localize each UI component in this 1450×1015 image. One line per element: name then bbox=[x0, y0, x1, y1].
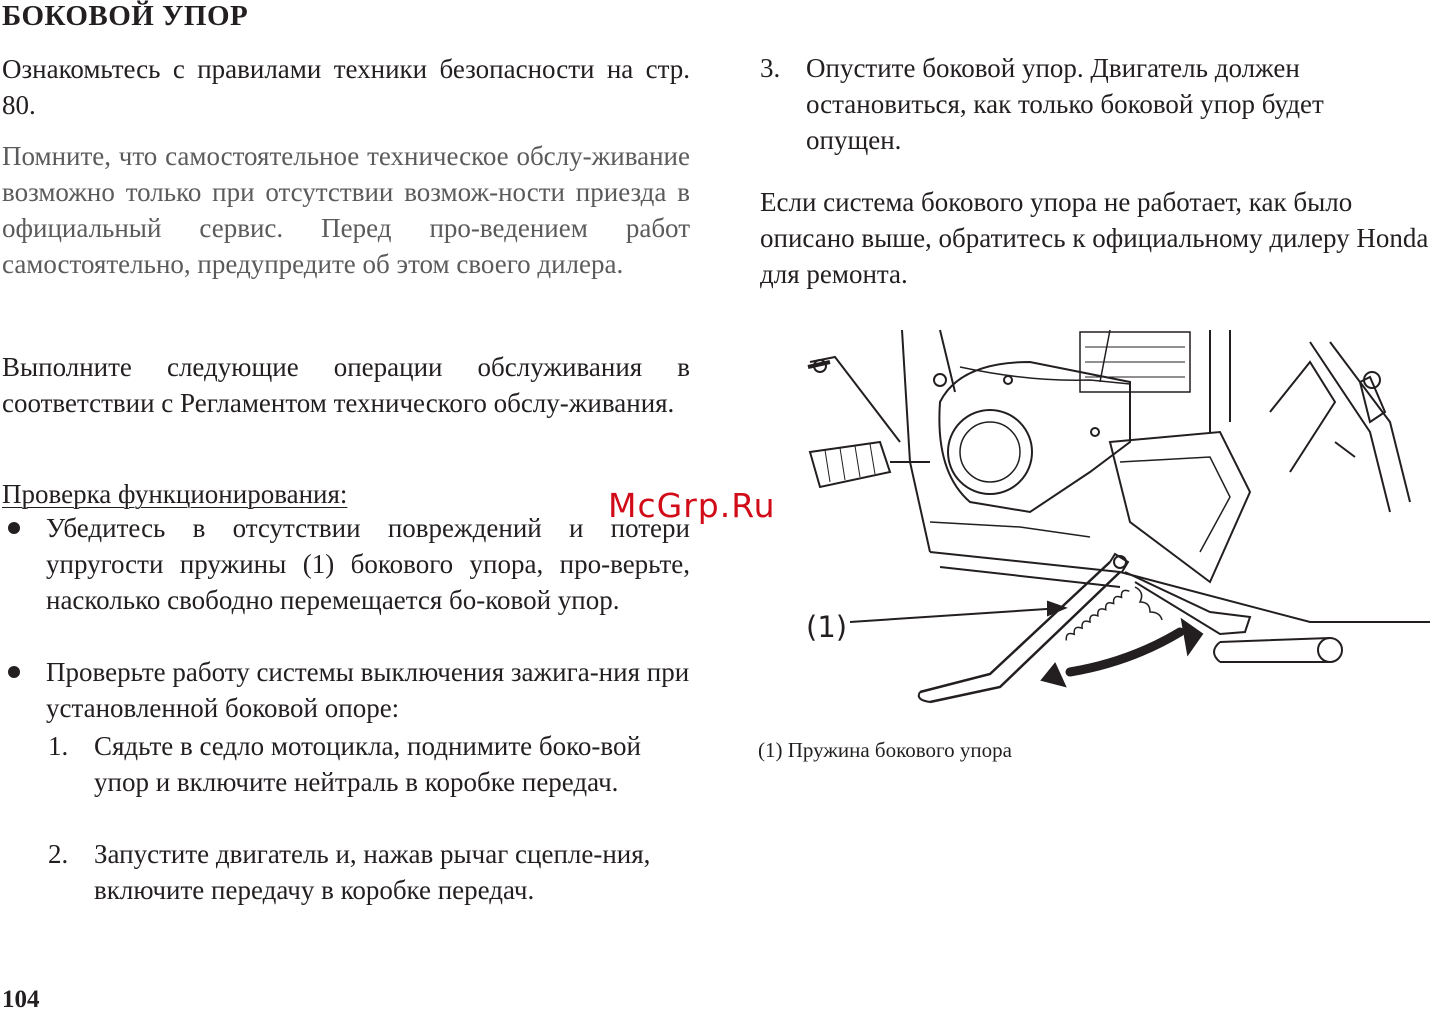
bullet-text-2: Проверьте работу системы выключения зажи… bbox=[46, 657, 690, 723]
instruction-paragraph: Выполните следующие операции обслуживани… bbox=[2, 352, 690, 418]
step-2: 2. Запустите двигатель и, нажав рычаг сц… bbox=[48, 836, 690, 908]
step-3: 3. Опустите боковой упор. Двигатель долж… bbox=[760, 50, 1400, 158]
dealer-note: Если система бокового упора не работает,… bbox=[760, 187, 1429, 289]
bullet-item-1: Убедитесь в отсутствии повреждений и пот… bbox=[2, 510, 690, 618]
step-2-text: Запустите двигатель и, нажав рычаг сцепл… bbox=[94, 839, 651, 905]
safety-note: Ознакомьтесь с правилами техники безопас… bbox=[2, 54, 690, 120]
figure-callout-label: (1) bbox=[806, 610, 848, 644]
reminder-paragraph: Помните, что самостоятельное техническое… bbox=[2, 141, 690, 279]
sidestand-figure bbox=[790, 322, 1450, 722]
sidestand-illustration bbox=[807, 329, 1430, 704]
figure-caption: (1) Пружина бокового упора bbox=[758, 738, 1012, 762]
bullet-dot-icon bbox=[8, 522, 20, 534]
step-3-number: 3. bbox=[760, 53, 781, 83]
step-1-number: 1. bbox=[48, 731, 69, 761]
page-number: 104 bbox=[2, 986, 40, 1013]
step-3-text: Опустите боковой упор. Двигатель должен … bbox=[806, 53, 1324, 155]
watermark: McGrp.Ru bbox=[608, 486, 776, 525]
bullet-text-1: Убедитесь в отсутствии повреждений и пот… bbox=[46, 513, 690, 615]
step-1: 1. Сядьте в седло мотоцикла, поднимите б… bbox=[48, 728, 690, 800]
bullet-item-2: Проверьте работу системы выключения зажи… bbox=[2, 654, 690, 726]
check-heading: Проверка функционирования: bbox=[2, 476, 690, 512]
bullet-dot-icon bbox=[8, 666, 20, 678]
step-1-text: Сядьте в седло мотоцикла, поднимите боко… bbox=[94, 731, 641, 797]
page-title: БОКОВОЙ УПОР bbox=[2, 0, 249, 32]
check-heading-text: Проверка функционирования: bbox=[2, 479, 348, 509]
step-2-number: 2. bbox=[48, 839, 69, 869]
